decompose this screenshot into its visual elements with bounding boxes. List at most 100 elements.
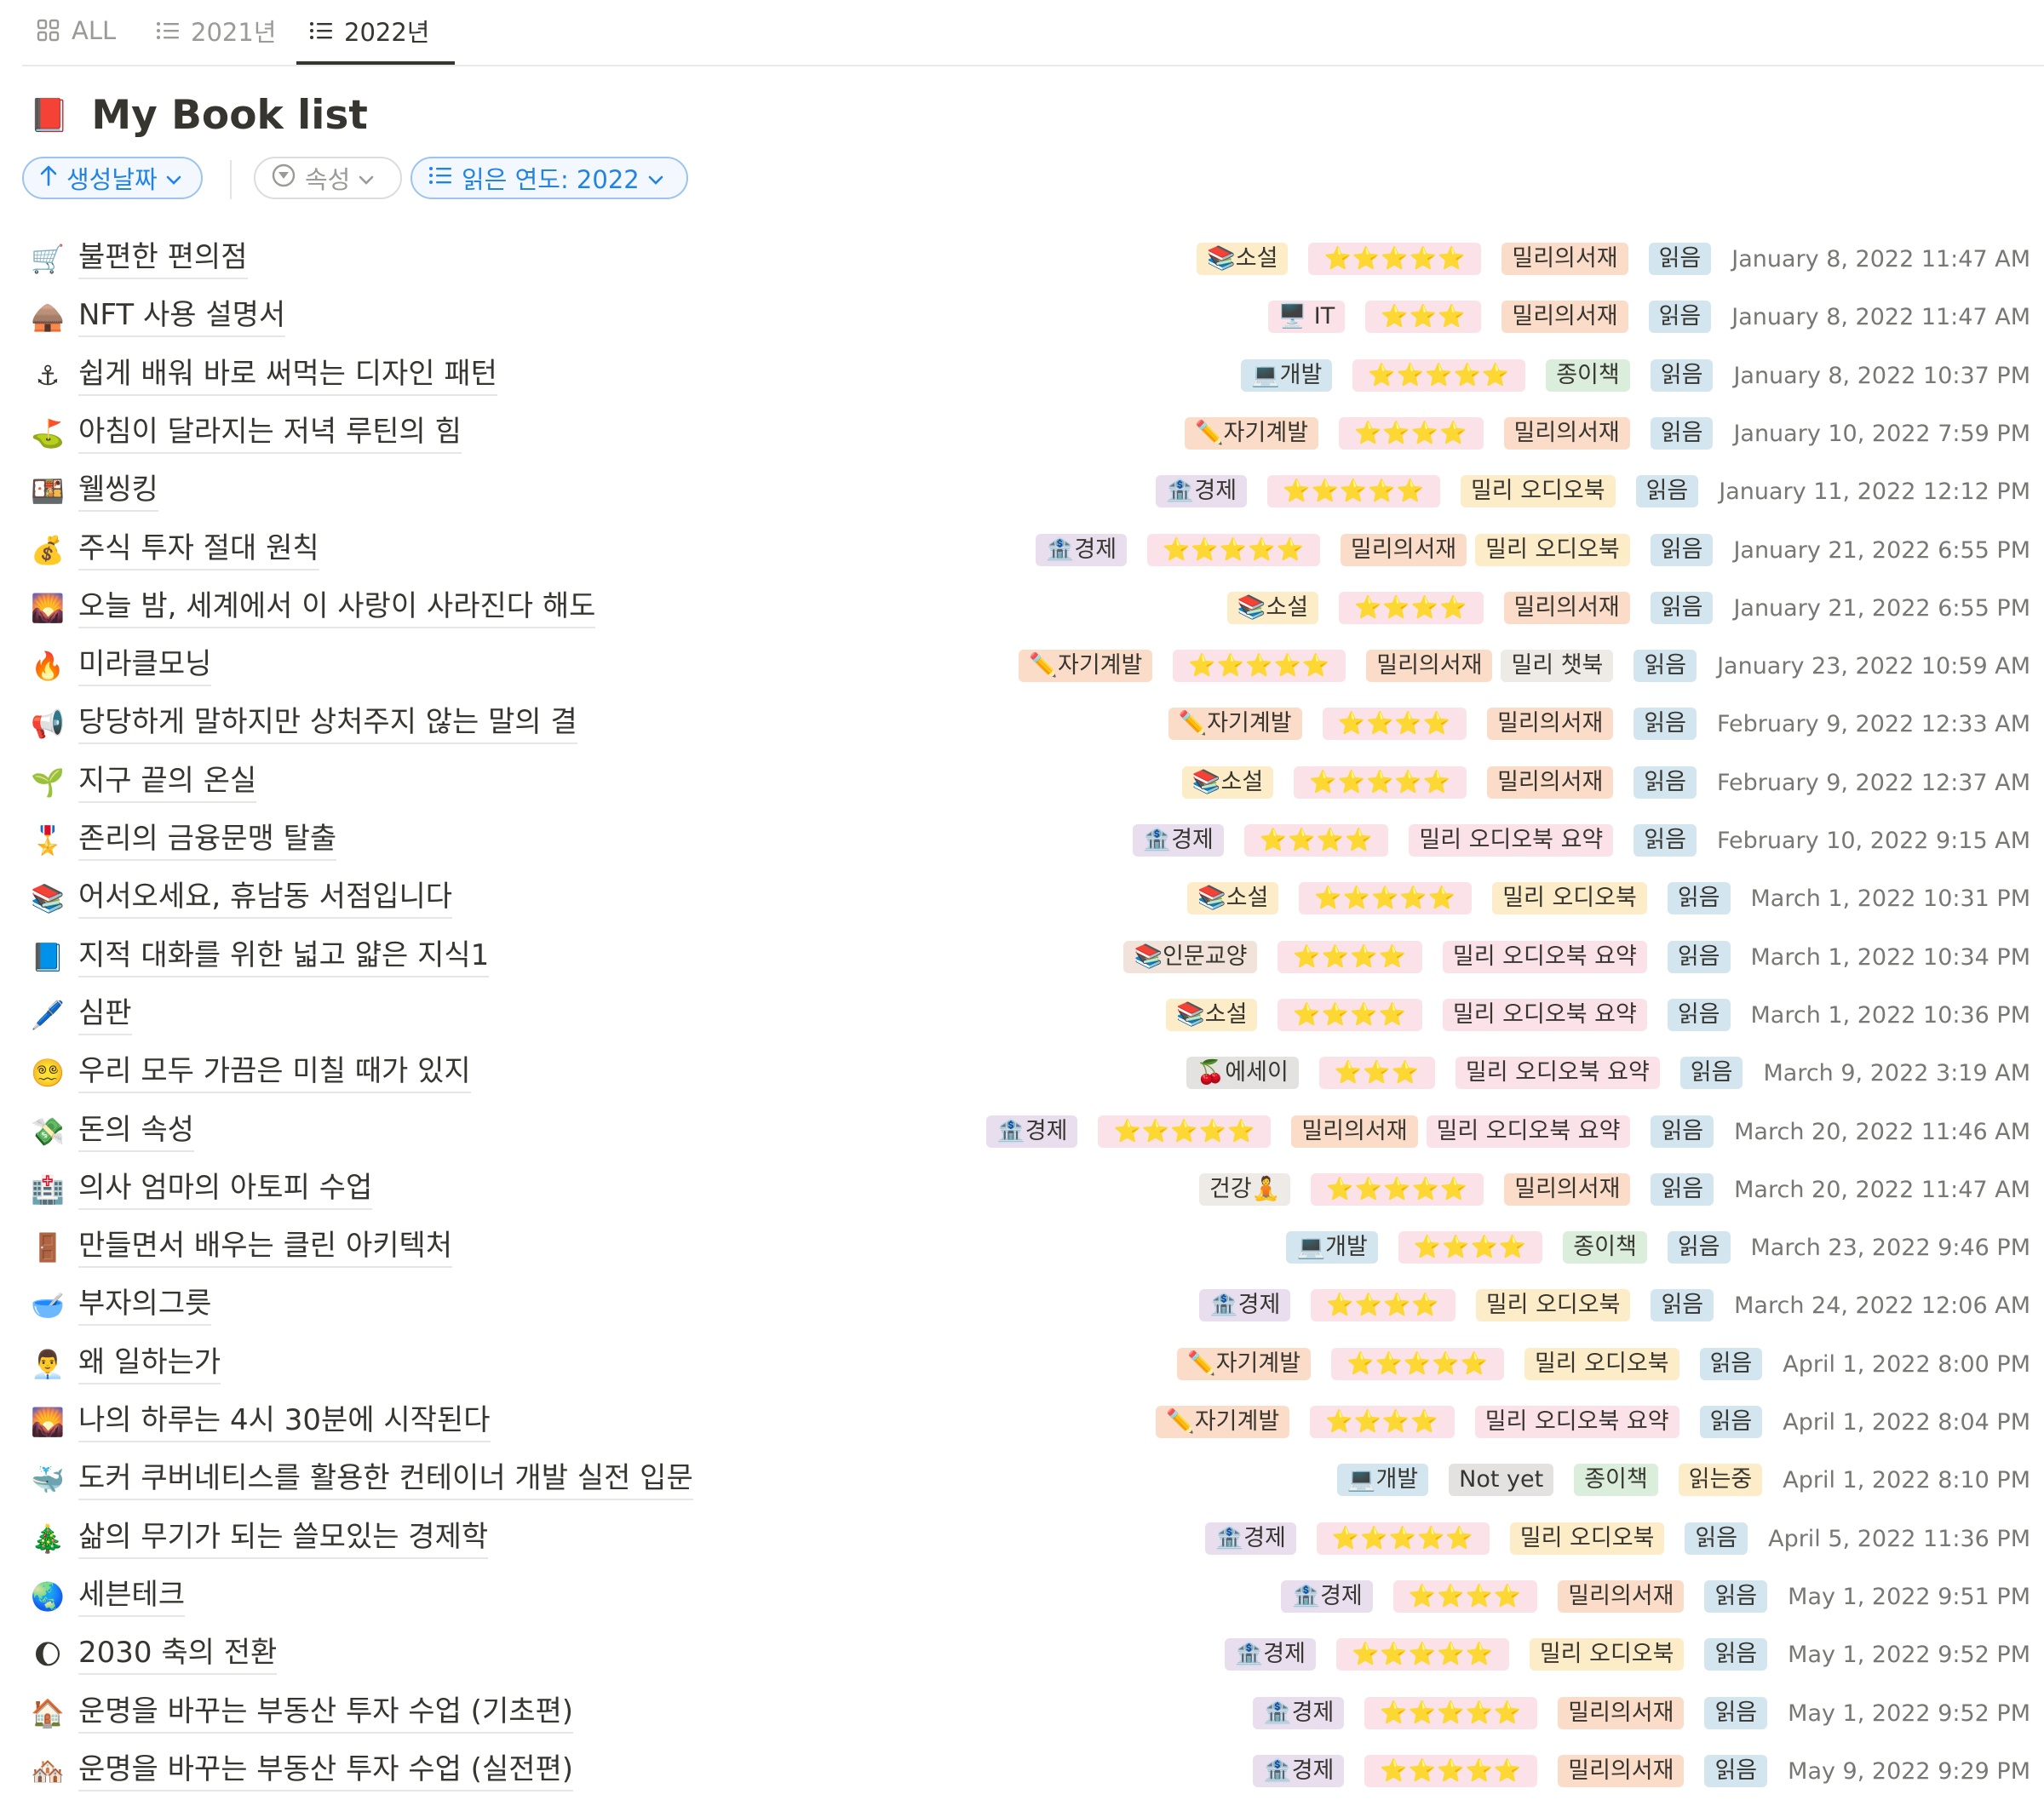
source-tags: 밀리의서재 bbox=[1504, 1173, 1631, 1206]
created-date: May 1, 2022 9:51 PM bbox=[1788, 1583, 2030, 1610]
red-book-icon[interactable]: 📕 bbox=[29, 96, 70, 134]
book-title[interactable]: 아침이 달라지는 저녁 루틴의 힘 bbox=[78, 415, 462, 454]
tab-all[interactable]: ALL bbox=[36, 12, 116, 49]
status-tag: 읽음 bbox=[1633, 650, 1697, 682]
rating-tag: ⭐⭐⭐⭐ bbox=[1392, 1580, 1538, 1613]
seedling-icon: 🌱 bbox=[31, 766, 65, 799]
rating-tag: ⭐⭐⭐⭐⭐ bbox=[1352, 359, 1526, 392]
book-title[interactable]: 오늘 밤, 세계에서 이 사랑이 사라진다 해도 bbox=[78, 589, 596, 628]
tab-2021[interactable]: 2021년 bbox=[155, 12, 276, 49]
chevron-down-icon bbox=[648, 163, 663, 192]
book-title[interactable]: 세븐테크 bbox=[78, 1578, 186, 1617]
bowl-icon: 🥣 bbox=[31, 1289, 65, 1321]
book-title[interactable]: 불편한 편의점 bbox=[78, 240, 248, 279]
book-title[interactable]: 왜 일하는가 bbox=[78, 1345, 221, 1384]
source-tag: 밀리 오디오북 bbox=[1492, 882, 1647, 914]
book-title[interactable]: 우리 모두 가끔은 미칠 때가 있지 bbox=[78, 1054, 471, 1093]
book-title[interactable]: 당당하게 말하지만 상처주지 않는 말의 결 bbox=[78, 705, 577, 744]
created-date: May 1, 2022 9:52 PM bbox=[1788, 1641, 2030, 1668]
tab-label: ALL bbox=[72, 16, 117, 45]
book-title[interactable]: 존리의 금융문맹 탈출 bbox=[78, 822, 337, 861]
rating-tag: ⭐⭐⭐ bbox=[1318, 1057, 1435, 1089]
book-title[interactable]: 어서오세요, 휴남동 서점입니다 bbox=[78, 880, 453, 919]
rating-tag: ⭐⭐⭐⭐⭐ bbox=[1294, 766, 1467, 799]
page-title[interactable]: My Book list bbox=[91, 91, 368, 139]
source-tag: 밀리 오디오북 bbox=[1460, 475, 1616, 507]
book-title[interactable]: 돈의 속성 bbox=[78, 1113, 194, 1152]
book-title[interactable]: 주식 투자 절대 원칙 bbox=[78, 531, 319, 570]
status-tag: 읽음 bbox=[1679, 1057, 1743, 1089]
created-date: January 8, 2022 11:47 AM bbox=[1731, 303, 2030, 330]
rating-tag: ⭐⭐⭐⭐⭐ bbox=[1335, 1638, 1509, 1671]
source-tag: 밀리의서재 bbox=[1291, 1115, 1418, 1148]
book-title[interactable]: 삶의 무기가 되는 쓸모있는 경제학 bbox=[78, 1520, 489, 1559]
source-tags: 종이책 bbox=[1574, 1464, 1658, 1496]
property-chip[interactable]: 속성 bbox=[254, 157, 402, 199]
book-title[interactable]: 미라클모닝 bbox=[78, 647, 212, 686]
rating-tag: ⭐⭐⭐⭐⭐ bbox=[1267, 475, 1440, 507]
book-title[interactable]: 나의 하루는 4시 30분에 시작된다 bbox=[78, 1403, 491, 1442]
book-title[interactable]: 의사 엄마의 아토피 수업 bbox=[78, 1171, 373, 1210]
book-title[interactable]: 웰씽킹 bbox=[78, 473, 158, 512]
source-tag: 종이책 bbox=[1546, 359, 1630, 392]
book-title[interactable]: 지적 대화를 위한 넓고 얇은 지식1 bbox=[78, 938, 490, 977]
sort-chip[interactable]: 생성날짜 bbox=[22, 157, 203, 199]
source-tag: 밀리 챗북 bbox=[1501, 650, 1614, 682]
category-tag: 🏦경제 bbox=[1253, 1697, 1345, 1729]
book-title[interactable]: 지구 끝의 온실 bbox=[78, 764, 257, 803]
book-title[interactable]: NFT 사용 설명서 bbox=[78, 298, 286, 337]
year-filter-chip[interactable]: 읽은 연도: 2022 bbox=[411, 157, 688, 199]
book-title[interactable]: 만들면서 배우는 클린 아키텍처 bbox=[78, 1229, 453, 1268]
book-title[interactable]: 운명을 바꾸는 부동산 투자 수업 (기초편) bbox=[78, 1694, 574, 1734]
list-item[interactable]: 🌄나의 하루는 4시 30분에 시작된다✏️자기계발⭐⭐⭐⭐밀리 오디오북 요약… bbox=[0, 1393, 2044, 1451]
book-title[interactable]: 심판 bbox=[78, 996, 132, 1035]
book-title[interactable]: 부자의그릇 bbox=[78, 1287, 212, 1326]
status-tag: 읽음 bbox=[1685, 1522, 1748, 1555]
category-tag: 건강🧘 bbox=[1199, 1173, 1291, 1206]
status-tag: 읽음 bbox=[1633, 708, 1697, 740]
book-title[interactable]: 2030 축의 전환 bbox=[78, 1636, 278, 1675]
book-title[interactable]: 쉽게 배워 바로 써먹는 디자인 패턴 bbox=[78, 357, 497, 396]
book-title[interactable]: 운명을 바꾸는 부동산 투자 수업 (실전편) bbox=[78, 1752, 574, 1791]
status-tag: 읽음 bbox=[1667, 882, 1731, 914]
money-bag-icon: 💰 bbox=[31, 534, 65, 566]
book-title[interactable]: 도커 쿠버네티스를 활용한 컨테이너 개발 실전 입문 bbox=[78, 1461, 693, 1500]
tab-2022[interactable]: 2022년 bbox=[308, 12, 429, 49]
category-tag: ✏️자기계발 bbox=[1177, 1348, 1312, 1380]
list-icon bbox=[155, 18, 181, 43]
